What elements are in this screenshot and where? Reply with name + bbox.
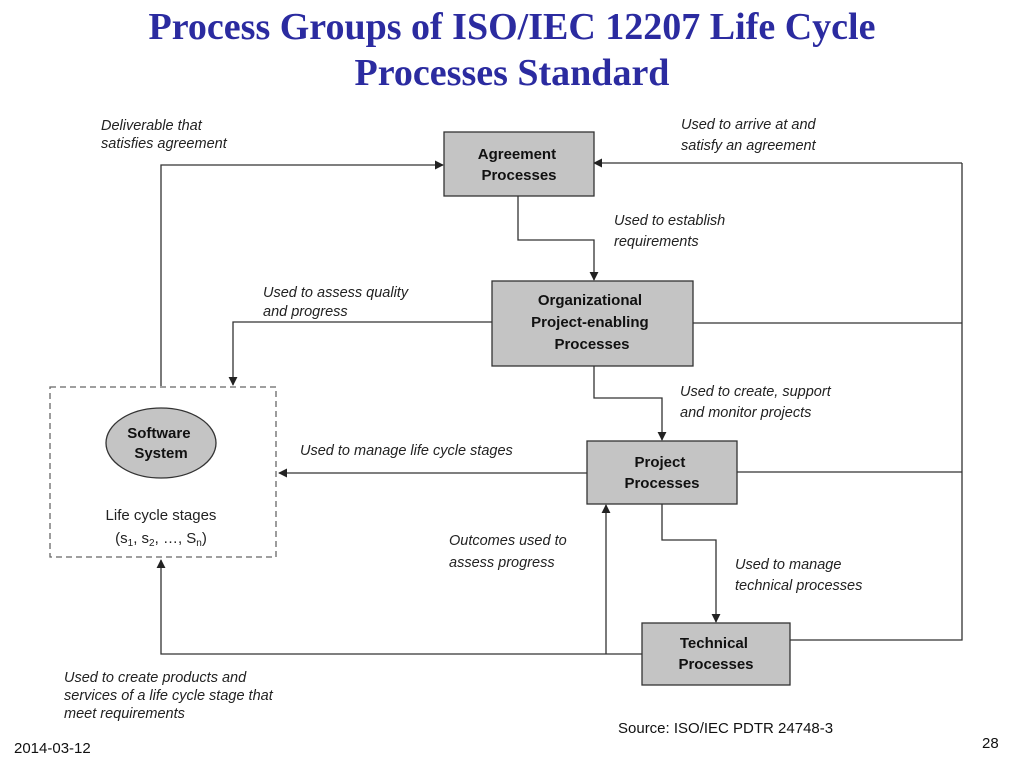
agreement-processes-label: Agreement Processes	[478, 146, 561, 184]
technical-processes-label: Technical Processes	[678, 635, 753, 673]
note-create-products: Used to create products and services of …	[64, 670, 277, 722]
slide-date: 2014-03-12	[14, 740, 91, 757]
note-deliverable: Deliverable that satisfies agreement	[101, 118, 228, 152]
create-support-arrow	[593, 366, 667, 441]
right-loop-line	[790, 163, 963, 641]
note-manage-technical: Used to manage technical processes	[735, 557, 862, 594]
assess-quality-arrow	[228, 321, 492, 386]
project-processes-label: Project Processes	[624, 454, 699, 492]
agreement-processes-box: Agreement Processes	[443, 131, 595, 197]
note-outcomes: Outcomes used to assess progress	[449, 533, 571, 571]
manage-technical-arrow	[661, 504, 721, 623]
note-establish-requirements: Used to establish requirements	[614, 213, 729, 250]
project-processes-box: Project Processes	[586, 440, 738, 505]
connectors	[156, 158, 963, 655]
organizational-processes-box: Organizational Project-enabling Processe…	[491, 280, 694, 367]
slide-title-line-1: Process Groups of ISO/IEC 12207 Life Cyc…	[148, 6, 876, 48]
slide-title-line-2: Processes Standard	[354, 52, 670, 94]
life-cycle-stages-formula: (s1, s2, …, Sn)	[115, 530, 207, 549]
page-number: 28	[982, 735, 999, 752]
establish-arrow	[517, 196, 599, 281]
create-products-arrow	[156, 559, 642, 655]
note-assess-quality: Used to assess quality and progress	[263, 285, 412, 320]
life-cycle-stages-label: Life cycle stages	[106, 507, 217, 524]
deliverable-arrow	[160, 160, 444, 386]
note-create-support: Used to create, support and monitor proj…	[680, 384, 835, 421]
software-system-node	[105, 407, 217, 479]
technical-processes-box: Technical Processes	[641, 622, 791, 686]
source-citation: Source: ISO/IEC PDTR 24748-3	[618, 720, 834, 737]
slide-title: Process Groups of ISO/IEC 12207 Life Cyc…	[0, 4, 1024, 96]
organizational-processes-label: Organizational Project-enabling Processe…	[531, 292, 653, 353]
software-system-label: Software System	[127, 425, 195, 462]
note-manage-stages: Used to manage life cycle stages	[300, 443, 513, 459]
note-arrive-agreement: Used to arrive at and satisfy an agreeme…	[681, 117, 820, 154]
